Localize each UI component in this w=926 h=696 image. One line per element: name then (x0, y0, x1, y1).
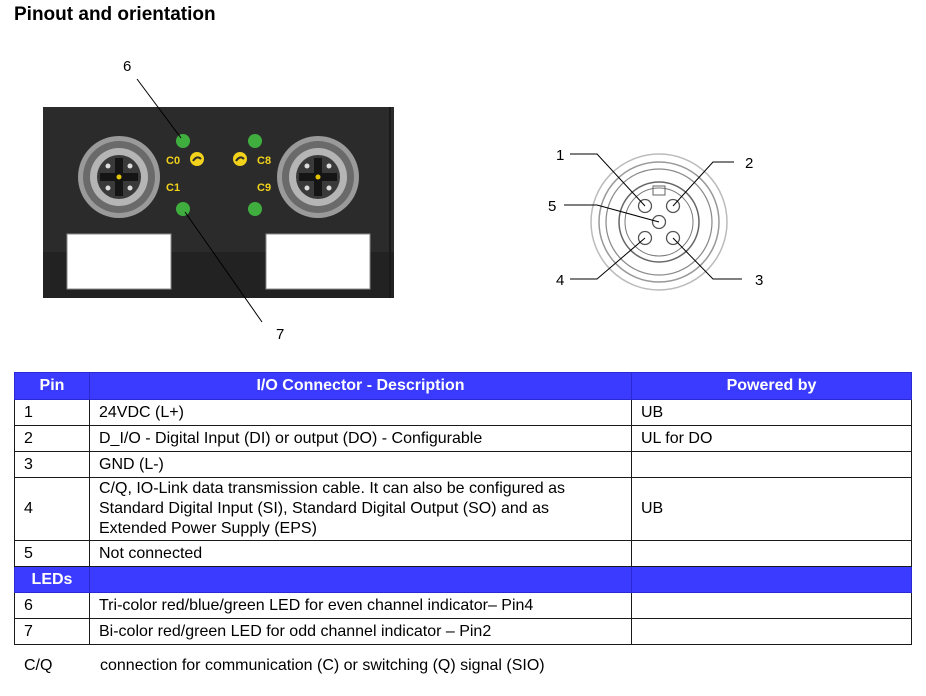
right-m12-connector (277, 136, 359, 218)
table-row: 7 Bi-color red/green LED for odd channel… (14, 618, 912, 645)
cell-description: D_I/O - Digital Input (DI) or output (DO… (89, 425, 632, 452)
led-c9 (248, 202, 262, 216)
callout-6: 6 (123, 58, 131, 75)
pin-callout-3: 3 (755, 272, 763, 289)
callout-7: 7 (276, 326, 284, 343)
cell-pin: 5 (14, 540, 90, 567)
pin-callout-4: 4 (556, 272, 564, 289)
m12-pinout-drawing (590, 153, 728, 291)
led-c0 (176, 134, 190, 148)
led-c8 (248, 134, 262, 148)
cell-pin: 7 (14, 618, 90, 645)
cell-pin: 3 (14, 451, 90, 478)
led-c1 (176, 202, 190, 216)
cell-power: UB (631, 477, 912, 541)
section-label-leds: LEDs (14, 566, 90, 593)
table-row: 1 24VDC (L+) UB (14, 399, 912, 426)
pinout-table: Pin I/O Connector - Description Powered … (14, 372, 912, 645)
cell-pin: 4 (14, 477, 90, 541)
table-row: 6 Tri-color red/blue/green LED for even … (14, 592, 912, 619)
cell-description: C/Q, IO-Link data transmission cable. It… (89, 477, 632, 541)
cell-power: UL for DO (631, 425, 912, 452)
label-window-left (66, 233, 172, 290)
legend-note: C/Q connection for communication (C) or s… (24, 657, 545, 675)
legend-key: C/Q (24, 657, 53, 674)
cell-description: GND (L-) (89, 451, 632, 478)
label-c0: C0 (166, 155, 180, 167)
cell-description: Tri-color red/blue/green LED for even ch… (89, 592, 632, 619)
label-window-right (265, 233, 371, 290)
pin-callout-2: 2 (745, 155, 753, 172)
cell-description: 24VDC (L+) (89, 399, 632, 426)
table-row: 5 Not connected (14, 540, 912, 567)
pin-callout-5: 5 (548, 198, 556, 215)
cell-pin: 6 (14, 592, 90, 619)
cell-power (631, 618, 912, 645)
cell-power (631, 451, 912, 478)
table-row: 2 D_I/O - Digital Input (DI) or output (… (14, 425, 912, 452)
label-c1: C1 (166, 182, 180, 194)
section-row-leds: LEDs (14, 566, 912, 593)
label-c8: C8 (257, 155, 271, 167)
header-powered-by: Powered by (631, 372, 912, 400)
device-illustration: C0 C1 C8 C9 6 7 1 2 5 4 3 (43, 58, 763, 343)
table-header-row: Pin I/O Connector - Description Powered … (14, 372, 912, 400)
iolink-symbol-right (233, 152, 247, 166)
cell-pin: 2 (14, 425, 90, 452)
page-title: Pinout and orientation (14, 4, 216, 25)
cell-pin: 1 (14, 399, 90, 426)
cell-description: Not connected (89, 540, 632, 567)
cell-power (631, 592, 912, 619)
cell-power (631, 540, 912, 567)
pin-callout-1: 1 (556, 147, 564, 164)
table-row: 3 GND (L-) (14, 451, 912, 478)
left-m12-connector (78, 136, 160, 218)
cell-power: UB (631, 399, 912, 426)
legend-text: connection for communication (C) or swit… (100, 657, 545, 674)
cell-description: Bi-color red/green LED for odd channel i… (89, 618, 632, 645)
label-c9: C9 (257, 182, 271, 194)
table-row: 4 C/Q, IO-Link data transmission cable. … (14, 477, 912, 541)
pinout-callout-lines (564, 153, 742, 280)
iolink-symbol-left (190, 152, 204, 166)
header-description: I/O Connector - Description (89, 372, 632, 400)
header-pin: Pin (14, 372, 90, 400)
